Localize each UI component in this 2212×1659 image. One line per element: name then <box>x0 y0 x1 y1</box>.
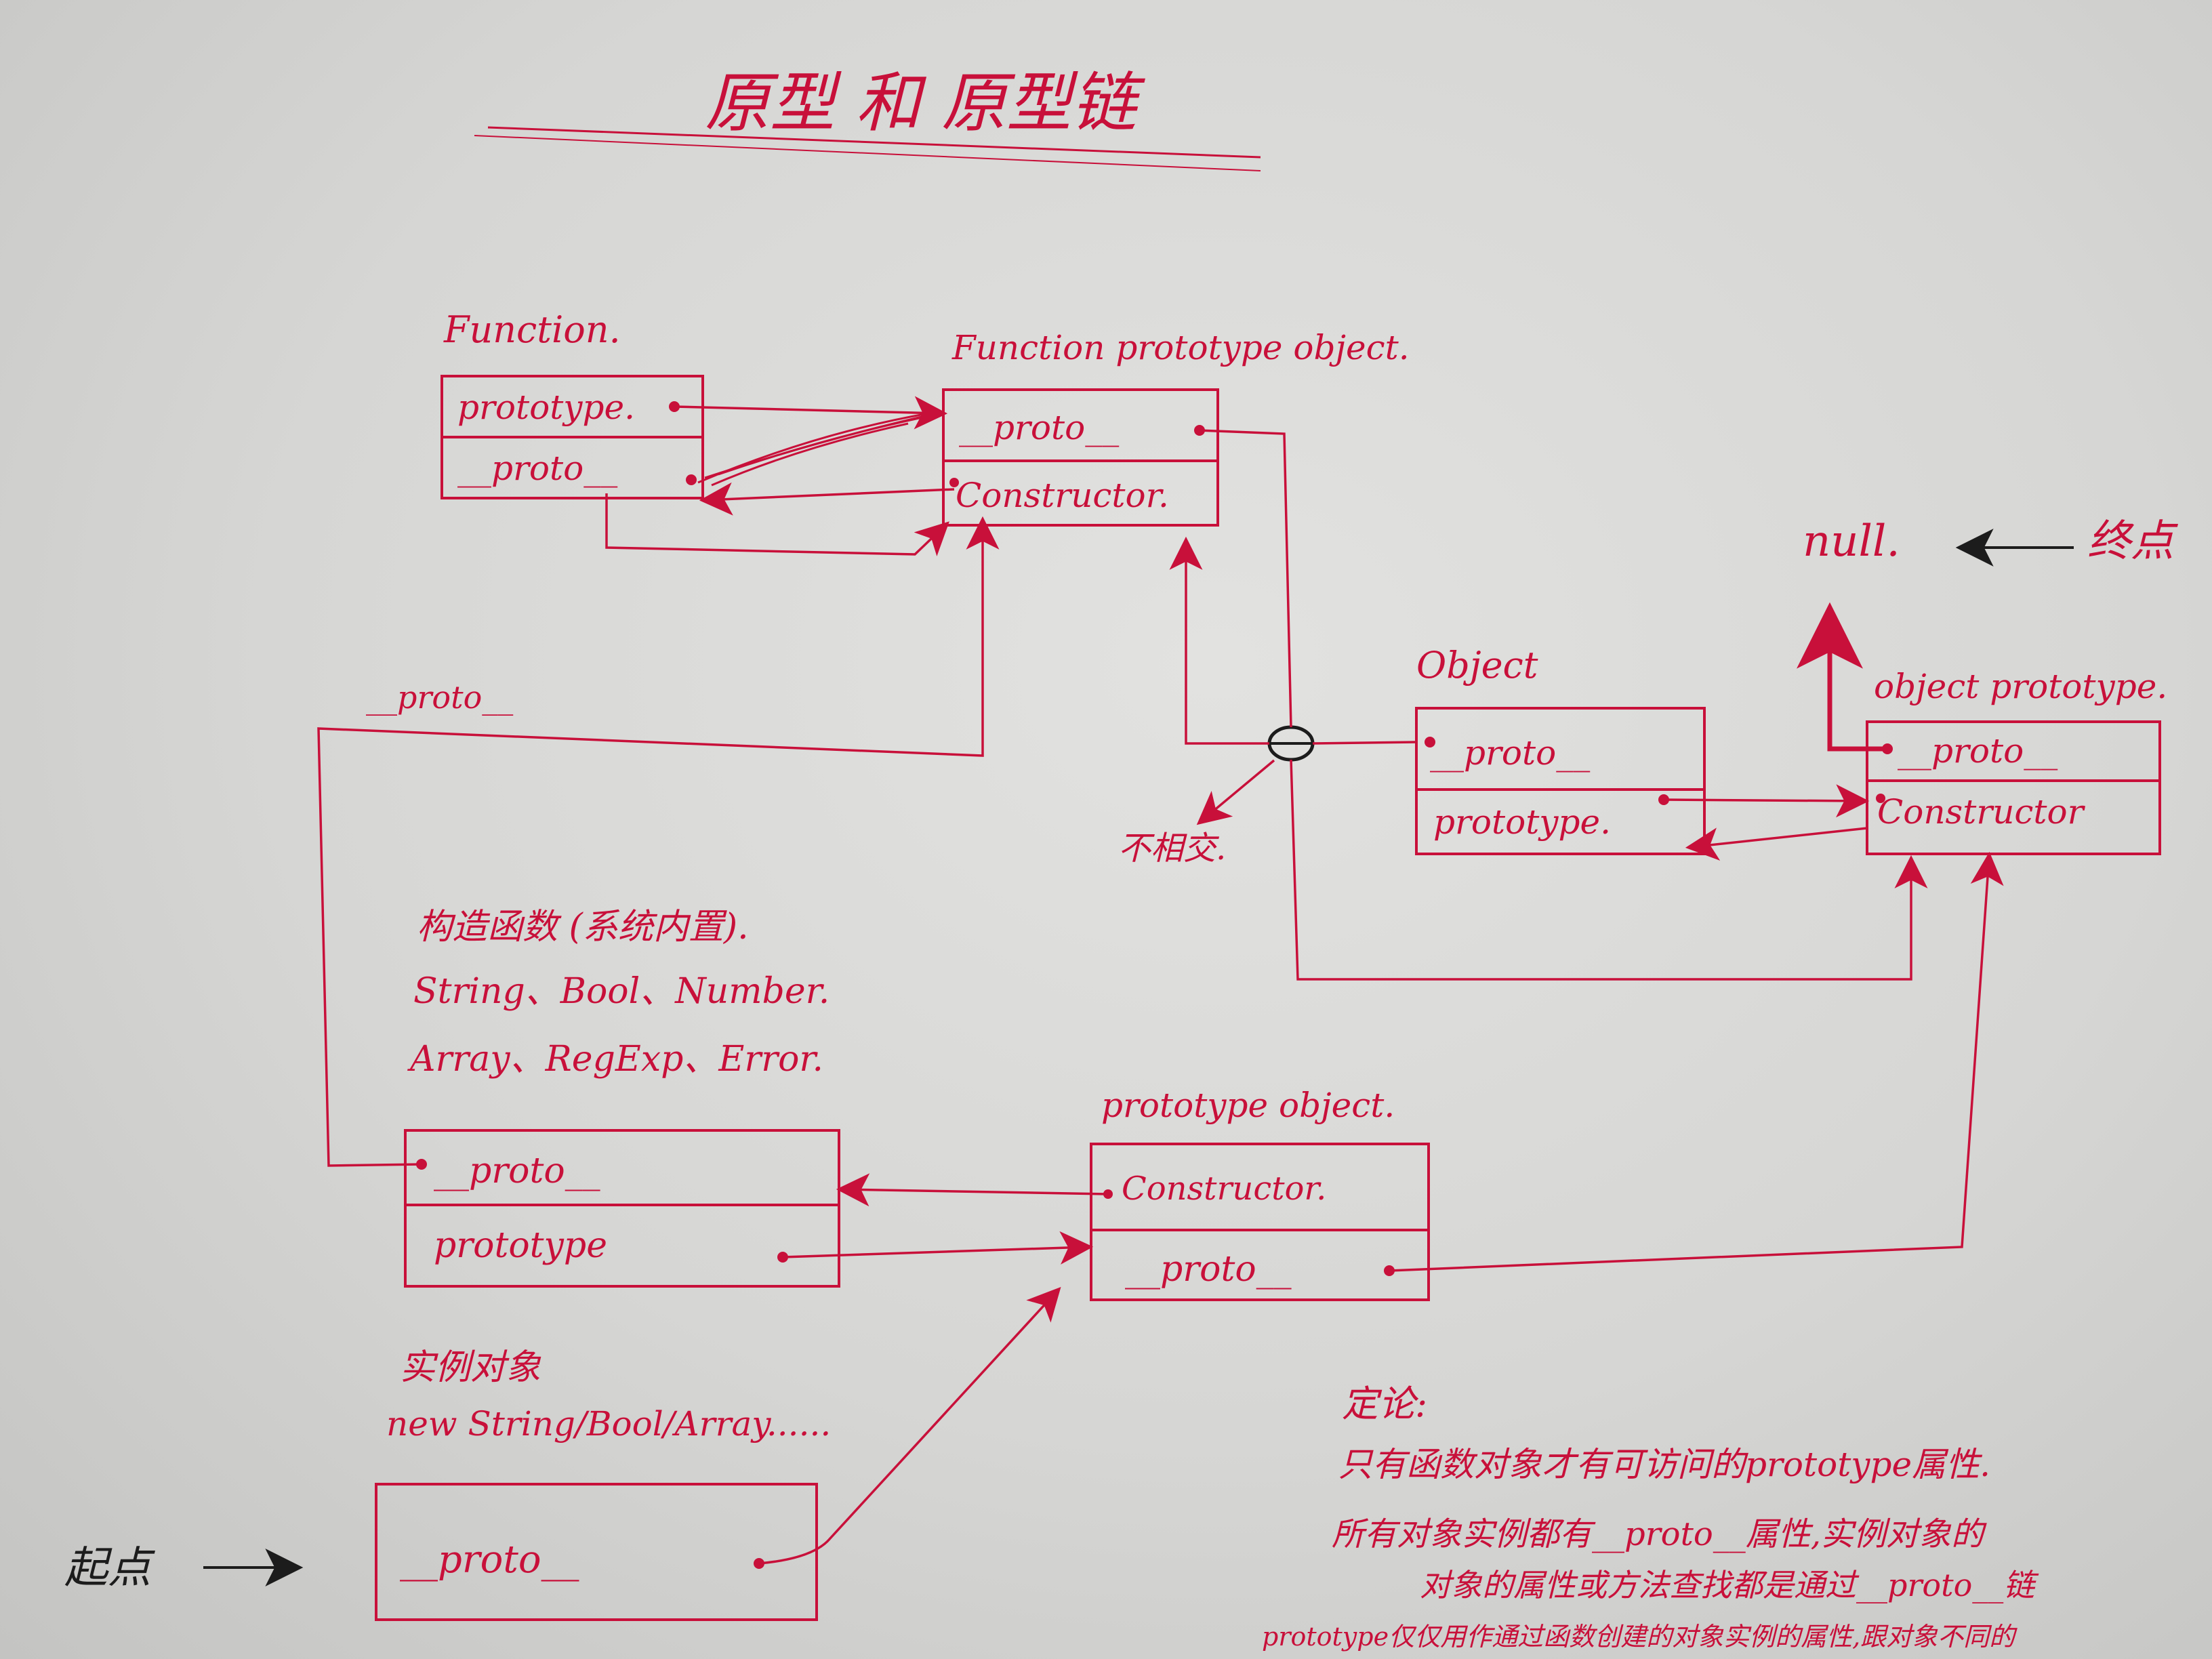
function-prototype-object-constructor-field: Constructor. <box>956 476 1169 515</box>
instance-proto-field: __proto__ <box>400 1538 579 1582</box>
edge-prototype-object-constructor <box>836 1173 1109 1207</box>
edge-object-proto-up <box>1169 536 1269 745</box>
constructor-builtins-line2: Array、RegExp、Error. <box>407 1039 823 1080</box>
edge-object-prototype-link <box>1663 784 1870 818</box>
constructor-builtins-line1: String、Bool、Number. <box>413 971 830 1012</box>
object-proto-dot <box>1425 737 1435 747</box>
notes-line2: 所有对象实例都有__proto__属性,实例对象的 <box>1332 1515 1987 1553</box>
object-prototype-field: prototype. <box>1433 802 1611 842</box>
prototype-object-proto-field: __proto__ <box>1125 1249 1292 1290</box>
notes-heading: 定论: <box>1342 1382 1427 1425</box>
end-label: 终点 <box>2087 516 2178 567</box>
edge-function-scribble <box>697 412 936 487</box>
prototype-object-label: prototype object. <box>1101 1086 1395 1125</box>
notes-block: 定论: 只有函数对象才有可访问的prototype属性. 所有对象实例都有__p… <box>1262 1382 2039 1652</box>
instance-examples: new String/Bool/Array...... <box>386 1404 831 1443</box>
constructor-prototype-field: prototype <box>434 1225 607 1266</box>
function-box <box>441 375 704 499</box>
constructor-label: 构造函数 (系统内置). <box>417 907 749 947</box>
notes-line1: 只有函数对象才有可访问的prototype属性. <box>1338 1445 1990 1484</box>
notes-line3: 对象的属性或方法查找都是通过__proto__链 <box>1420 1567 2039 1603</box>
object-proto-field: __proto__ <box>1430 733 1590 773</box>
crossing-marker <box>1267 725 1315 762</box>
diagram-title: 原型 和 原型链 <box>705 65 1145 141</box>
function-prototype-field: prototype. <box>457 388 635 427</box>
object-prototype-constructor-dot <box>1876 794 1885 803</box>
prototype-object-box <box>1090 1143 1430 1301</box>
not-equal-label: 不相交. <box>1118 830 1226 867</box>
instance-label: 实例对象 <box>400 1347 541 1388</box>
function-prototype-object-proto-field: __proto__ <box>959 408 1119 447</box>
object-prototype-proto-field: __proto__ <box>1898 731 2057 771</box>
notes-line4: prototype仅仅用作通过函数创建的对象实例的属性,跟对象不同的 <box>1262 1622 2018 1652</box>
edge-function-prototype <box>674 396 948 430</box>
function-proto-dot <box>686 474 697 485</box>
constructor-proto-field: __proto__ <box>434 1151 600 1191</box>
edge-constructor-prototype <box>782 1231 1094 1265</box>
edge-constructor-to-function <box>699 482 955 516</box>
function-prototype-object-label: Function prototype object. <box>951 328 1410 367</box>
function-label: Function. <box>443 308 621 351</box>
object-box <box>1415 707 1706 855</box>
edge-object-proto <box>1312 741 1417 745</box>
proto-edge-label: __proto__ <box>366 679 513 716</box>
start-label: 起点 <box>64 1543 155 1593</box>
edge-prototype-object-proto <box>1389 851 2004 1272</box>
prototype-object-constructor-field: Constructor. <box>1122 1170 1326 1208</box>
function-proto-field: __proto__ <box>457 449 617 488</box>
object-prototype-constructor-field: Constructor <box>1877 792 2086 832</box>
function-prototype-object-box <box>942 388 1219 527</box>
edge-constructor-proto <box>317 516 1000 1167</box>
not-equal-pointer <box>1196 759 1275 825</box>
function-prototype-object-constructor-dot <box>949 478 959 487</box>
edge-instance-proto <box>758 1286 1061 1565</box>
constructor-box <box>404 1129 840 1288</box>
edge-function-proto-loop <box>605 493 949 556</box>
edge-object-prototype-to-null <box>1797 602 1887 752</box>
object-prototype-label: object prototype. <box>1874 667 2167 706</box>
edge-fpo-proto-to-object-prototype <box>1199 429 1911 981</box>
title-underline <box>474 126 1261 171</box>
null-label: null. <box>1803 516 1900 567</box>
instance-box <box>375 1483 818 1621</box>
object-label: Object <box>1416 644 1538 687</box>
edge-object-prototype-constructor <box>1685 827 1868 861</box>
